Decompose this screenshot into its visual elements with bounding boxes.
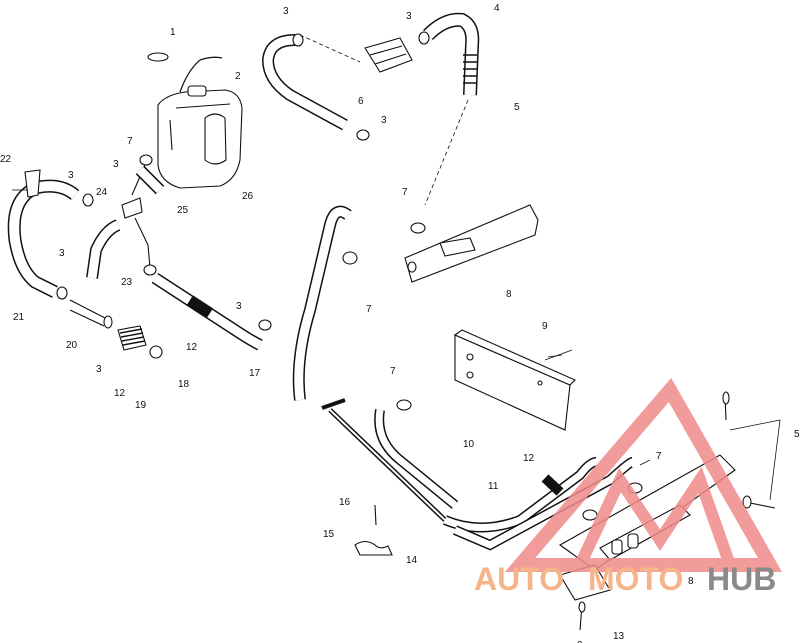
hose-21 [7, 179, 94, 300]
callout-c9a: 9 [542, 321, 548, 332]
fitting-20 [69, 299, 113, 329]
callout-c3c: 3 [381, 115, 387, 126]
bolt-9-lower [578, 601, 586, 631]
callout-c6: 6 [358, 96, 364, 107]
callout-c3a: 3 [283, 6, 289, 17]
callout-c3e: 3 [68, 170, 74, 181]
callout-c2: 2 [235, 71, 241, 82]
callout-c12b: 12 [114, 388, 126, 399]
callout-c1: 1 [170, 27, 176, 38]
callout-c15: 15 [323, 529, 335, 540]
watermark-text-hub: HUB [707, 561, 776, 597]
reservoir-vent-hose [179, 56, 223, 93]
coupler-12-19 [117, 325, 163, 359]
callout-c7a: 7 [127, 136, 133, 147]
callout-c20: 20 [66, 340, 78, 351]
callout-c3g: 3 [236, 301, 242, 312]
callout-c26: 26 [242, 191, 254, 202]
callout-c5a: 5 [514, 102, 520, 113]
heat-exchanger-10 [453, 329, 576, 431]
overflow-hose-6 [261, 33, 370, 141]
hose-12-17 [143, 264, 272, 351]
callout-c3b: 3 [406, 11, 412, 22]
bolt-5-upper [722, 391, 730, 421]
reservoir-cap-gasket [147, 52, 169, 62]
long-hose-center [292, 205, 358, 401]
callout-c7c: 7 [366, 304, 372, 315]
callout-c25: 25 [177, 205, 189, 216]
watermark-text-moto: MOTO [588, 561, 683, 597]
watermark-logo [504, 377, 783, 572]
coolant-reservoir [157, 85, 243, 189]
bolt-5-lower [742, 495, 776, 509]
callout-c16: 16 [339, 497, 351, 508]
callout-c11: 11 [488, 481, 499, 492]
mount-bracket-8-upper [404, 204, 539, 283]
callout-c12c: 12 [523, 453, 535, 464]
callout-c12a: 12 [186, 342, 198, 353]
hose-25 [135, 154, 165, 195]
screw-16 [374, 504, 377, 526]
clip-15 [354, 540, 393, 556]
callout-c22: 22 [0, 154, 12, 165]
callout-c3f: 3 [59, 248, 65, 259]
callout-c7e: 7 [656, 451, 662, 462]
callout-c14: 14 [406, 555, 418, 566]
callout-c8a: 8 [506, 289, 512, 300]
callout-c17: 17 [249, 368, 261, 379]
callout-c9b: 9 [577, 640, 583, 643]
callout-c21: 21 [13, 312, 25, 323]
hose-23 [86, 219, 121, 279]
callout-c7b: 7 [402, 187, 408, 198]
callout-c4: 4 [494, 3, 500, 14]
callout-c7d: 7 [390, 366, 396, 377]
callout-c19: 19 [135, 400, 147, 411]
callout-c18: 18 [178, 379, 190, 390]
callout-c24: 24 [96, 187, 108, 198]
callout-c23: 23 [121, 277, 133, 288]
callout-c5b: 5 [794, 429, 800, 440]
callout-c13: 13 [613, 631, 625, 642]
callout-c3d: 3 [113, 159, 119, 170]
coolant-hose-5 [418, 12, 480, 96]
callout-c8b: 8 [688, 576, 694, 587]
watermark-text-auto: AUTO [474, 561, 564, 597]
callout-c3h: 3 [96, 364, 102, 375]
cooler-tube-11-14 [321, 398, 634, 551]
bracket-22 [12, 169, 41, 198]
thermostat-housing [364, 37, 413, 73]
callout-c10: 10 [463, 439, 475, 450]
